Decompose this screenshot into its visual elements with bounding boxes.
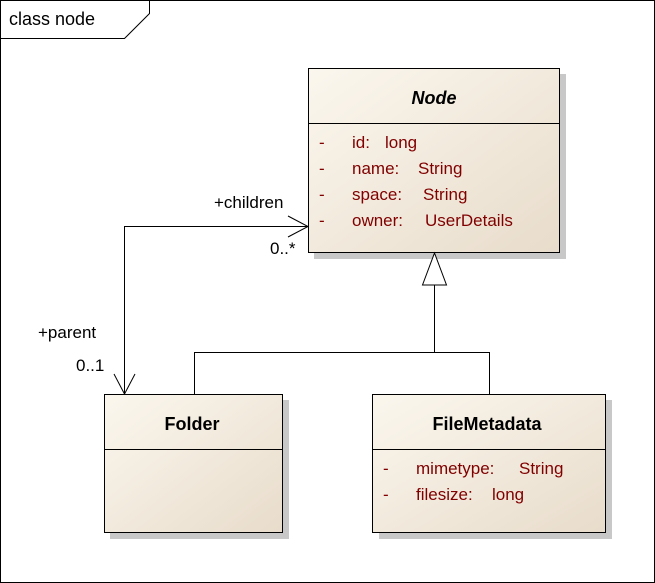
- class-folder-name: Folder: [164, 414, 219, 434]
- attribute-name: filesize:: [416, 485, 473, 504]
- attribute-visibility: -: [319, 211, 325, 230]
- attribute-name: name:: [352, 159, 399, 178]
- attribute-type: long: [385, 133, 417, 152]
- attribute-name: id:: [352, 133, 370, 152]
- attribute-visibility: -: [383, 459, 389, 478]
- association-connector[interactable]: [113, 215, 310, 396]
- class-filemetadata-box: [372, 394, 606, 533]
- association-arrow-parent: [113, 373, 136, 396]
- generalization-arrowhead: [421, 251, 448, 286]
- attribute-visibility: -: [319, 133, 325, 152]
- role-children: +children: [214, 193, 283, 212]
- attribute-row: - space: String: [319, 185, 467, 204]
- attribute-type: UserDetails: [425, 211, 513, 230]
- attribute-name: mimetype:: [416, 459, 494, 478]
- multiplicity-parent: 0..1: [76, 356, 104, 375]
- attribute-name: owner:: [352, 211, 403, 230]
- class-node-name: Node: [412, 88, 457, 108]
- association-arrow-children: [287, 215, 310, 238]
- attribute-visibility: -: [319, 159, 325, 178]
- class-node[interactable]: Node - id: long - name: String - space: …: [308, 68, 567, 260]
- class-node-box: [308, 68, 560, 253]
- class-filemetadata-name: FileMetadata: [432, 414, 542, 434]
- attribute-row: - owner: UserDetails: [319, 211, 513, 230]
- frame-title: class node: [9, 9, 95, 29]
- attribute-row: - mimetype: String: [383, 459, 563, 478]
- attribute-name: space:: [352, 185, 402, 204]
- attribute-type: String: [418, 159, 462, 178]
- class-filemetadata[interactable]: FileMetadata - mimetype: String - filesi…: [372, 394, 613, 540]
- attribute-row: - id: long: [319, 133, 417, 152]
- generalization-connector[interactable]: [194, 251, 490, 394]
- attribute-type: String: [423, 185, 467, 204]
- frame-title-tab: [0, 0, 150, 39]
- role-parent: +parent: [38, 323, 96, 342]
- attribute-visibility: -: [319, 185, 325, 204]
- attribute-row: - name: String: [319, 159, 462, 178]
- association-line: [124, 226, 308, 394]
- multiplicity-children: 0..*: [270, 239, 296, 258]
- class-folder[interactable]: Folder: [104, 394, 290, 540]
- attribute-visibility: -: [383, 485, 389, 504]
- generalization-line: [194, 352, 490, 394]
- attribute-row: - filesize: long: [383, 485, 524, 504]
- attribute-type: String: [519, 459, 563, 478]
- attribute-type: long: [492, 485, 524, 504]
- class-folder-box: [104, 394, 283, 533]
